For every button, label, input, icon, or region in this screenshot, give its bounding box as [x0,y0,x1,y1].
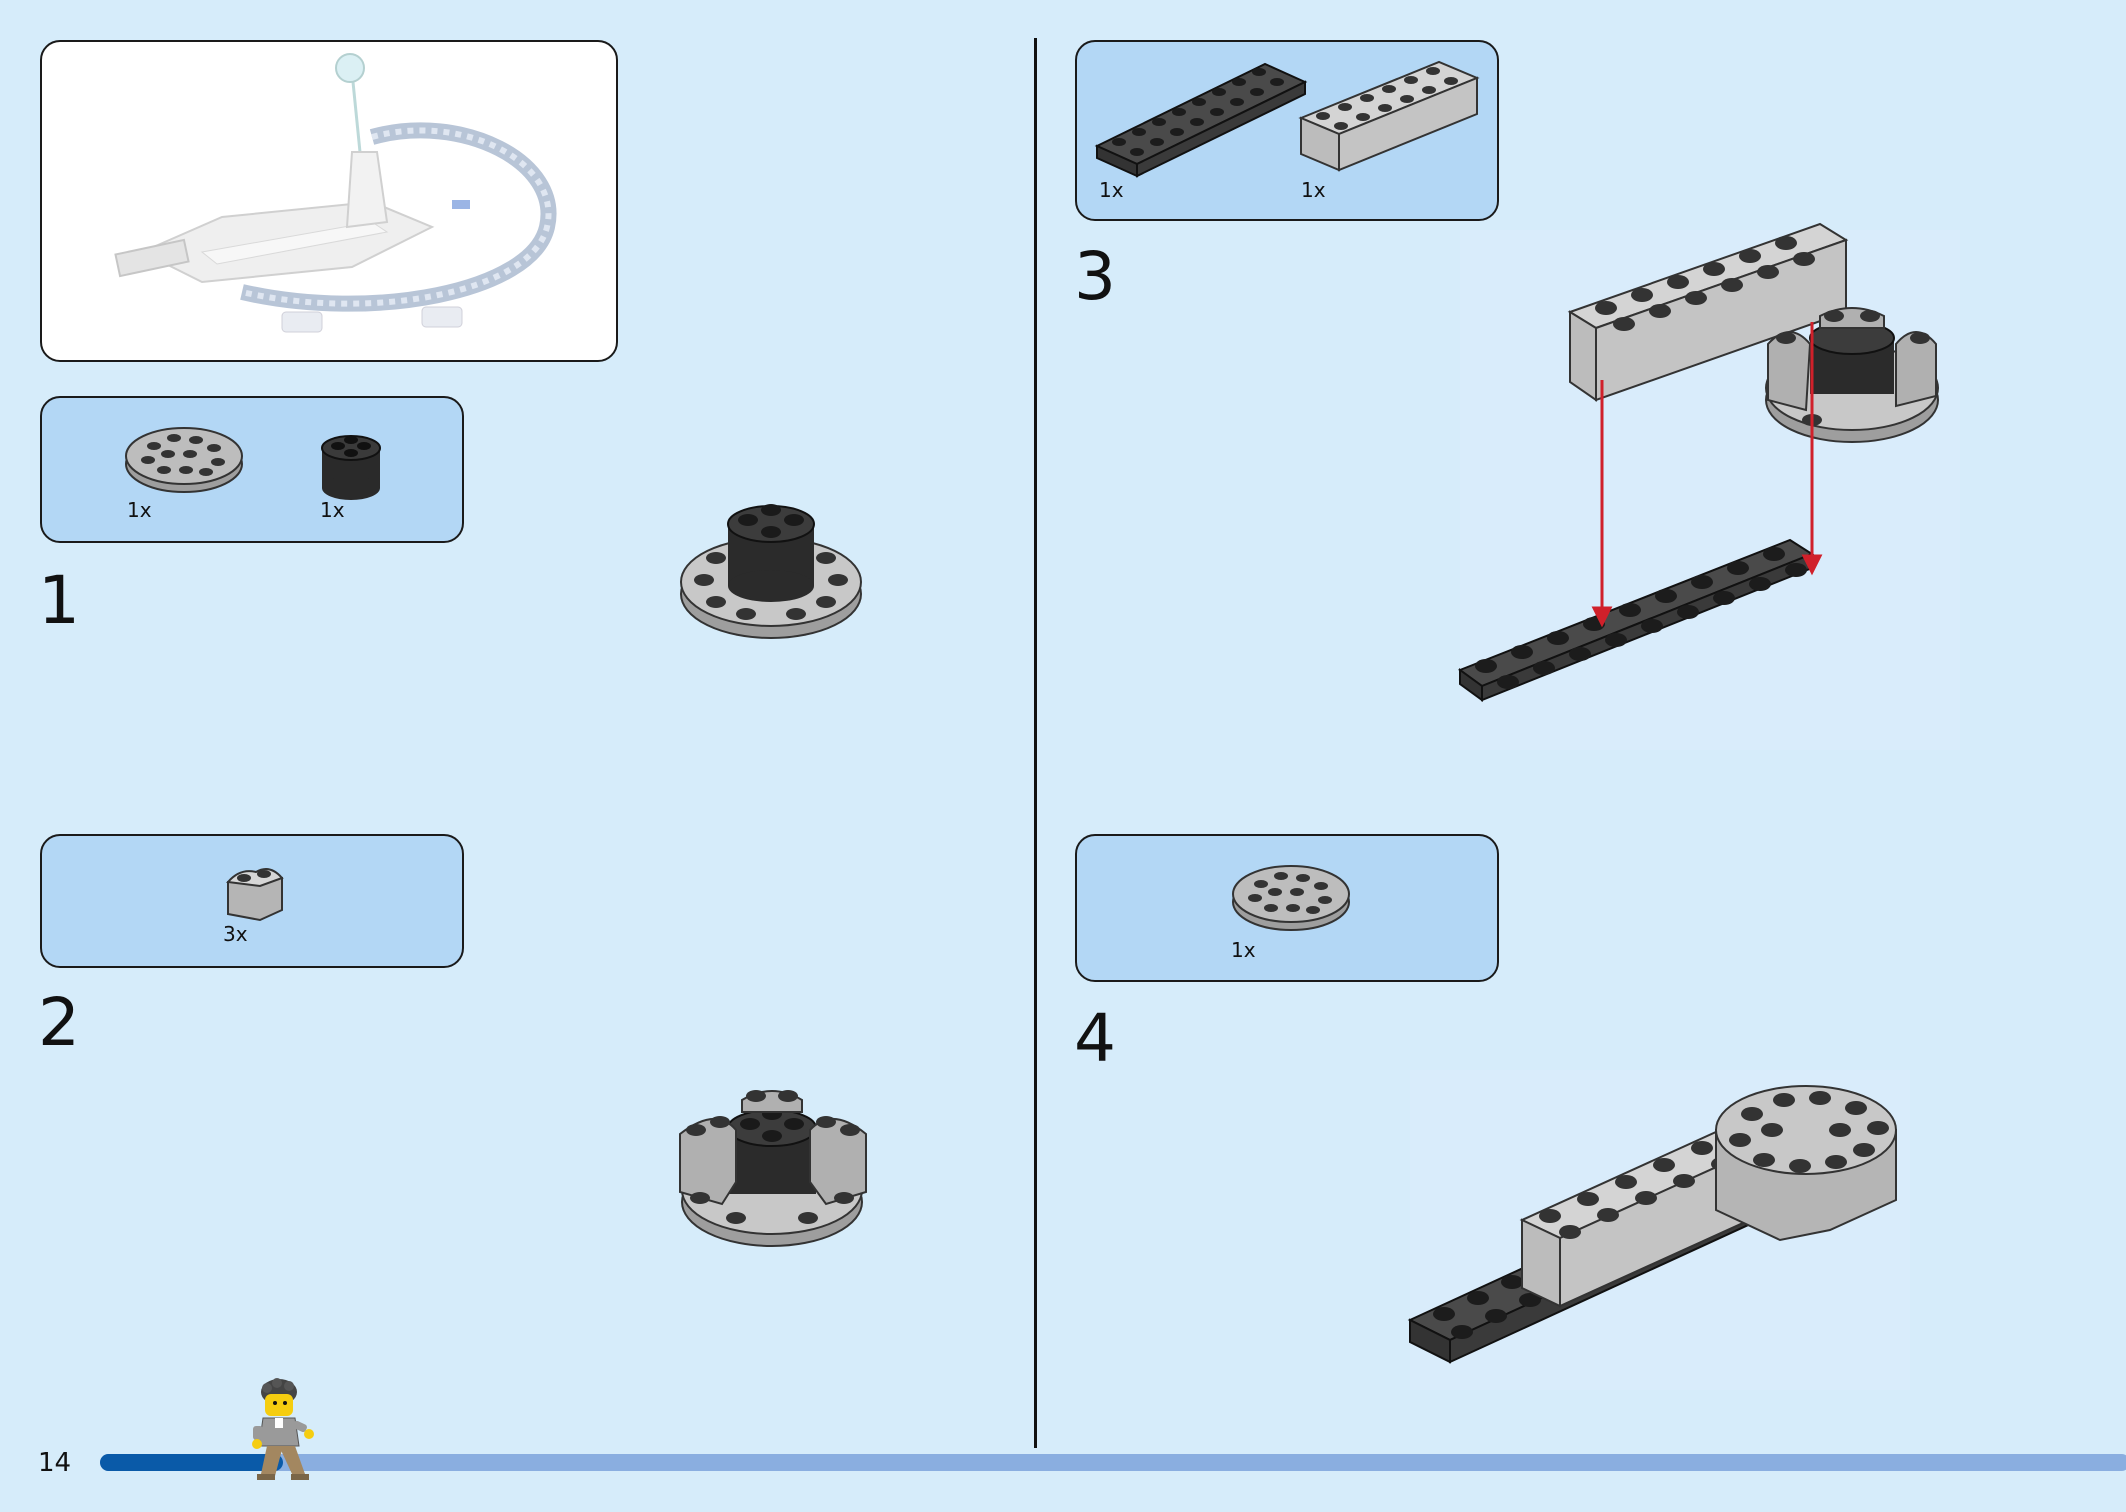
step-3-part-2-qty: 1x [1301,178,1326,202]
step-2-part-1-qty: 3x [223,922,248,946]
step-3-number: 3 [1074,238,1116,315]
round-brick-2x2-icon [321,435,381,500]
round-plate-4x4-icon [1232,865,1350,931]
step-1-part-1-qty: 1x [127,498,152,522]
curved-brick-1x2-icon [226,868,284,922]
step-3-assembly-illustration [1457,222,1960,750]
model-overview-box [40,40,618,362]
progress-bar-fill [100,1454,283,1471]
step-1-part-2-qty: 1x [320,498,345,522]
step-2-parts-box: 3x [40,834,464,968]
progress-bar-track [100,1454,2126,1471]
step-4-assembly-illustration [1407,1070,1910,1390]
placement-arrows [1591,322,1823,628]
step-2-assembly-illustration [679,1090,867,1247]
step-4-parts-box: 1x [1075,834,1499,982]
page-divider [1034,38,1037,1448]
round-plate-4x4-icon [125,427,243,493]
step-3-part-1-qty: 1x [1099,178,1124,202]
step-3-parts-box: 1x 1x [1075,40,1499,221]
step-4-part-1-qty: 1x [1231,938,1256,962]
step-2-number: 2 [38,984,80,1061]
step-1-parts-box: 1x 1x [40,396,464,543]
page-number: 14 [38,1448,72,1478]
model-overview-illustration [114,53,557,333]
step-1-assembly-illustration [680,504,862,639]
brick-2x6-light-icon [1298,60,1480,172]
plate-2x8-dark-icon [1094,62,1308,178]
step-4-number: 4 [1074,1000,1116,1077]
minifigure-mascot-icon [252,1378,314,1480]
step-1-number: 1 [38,562,80,639]
